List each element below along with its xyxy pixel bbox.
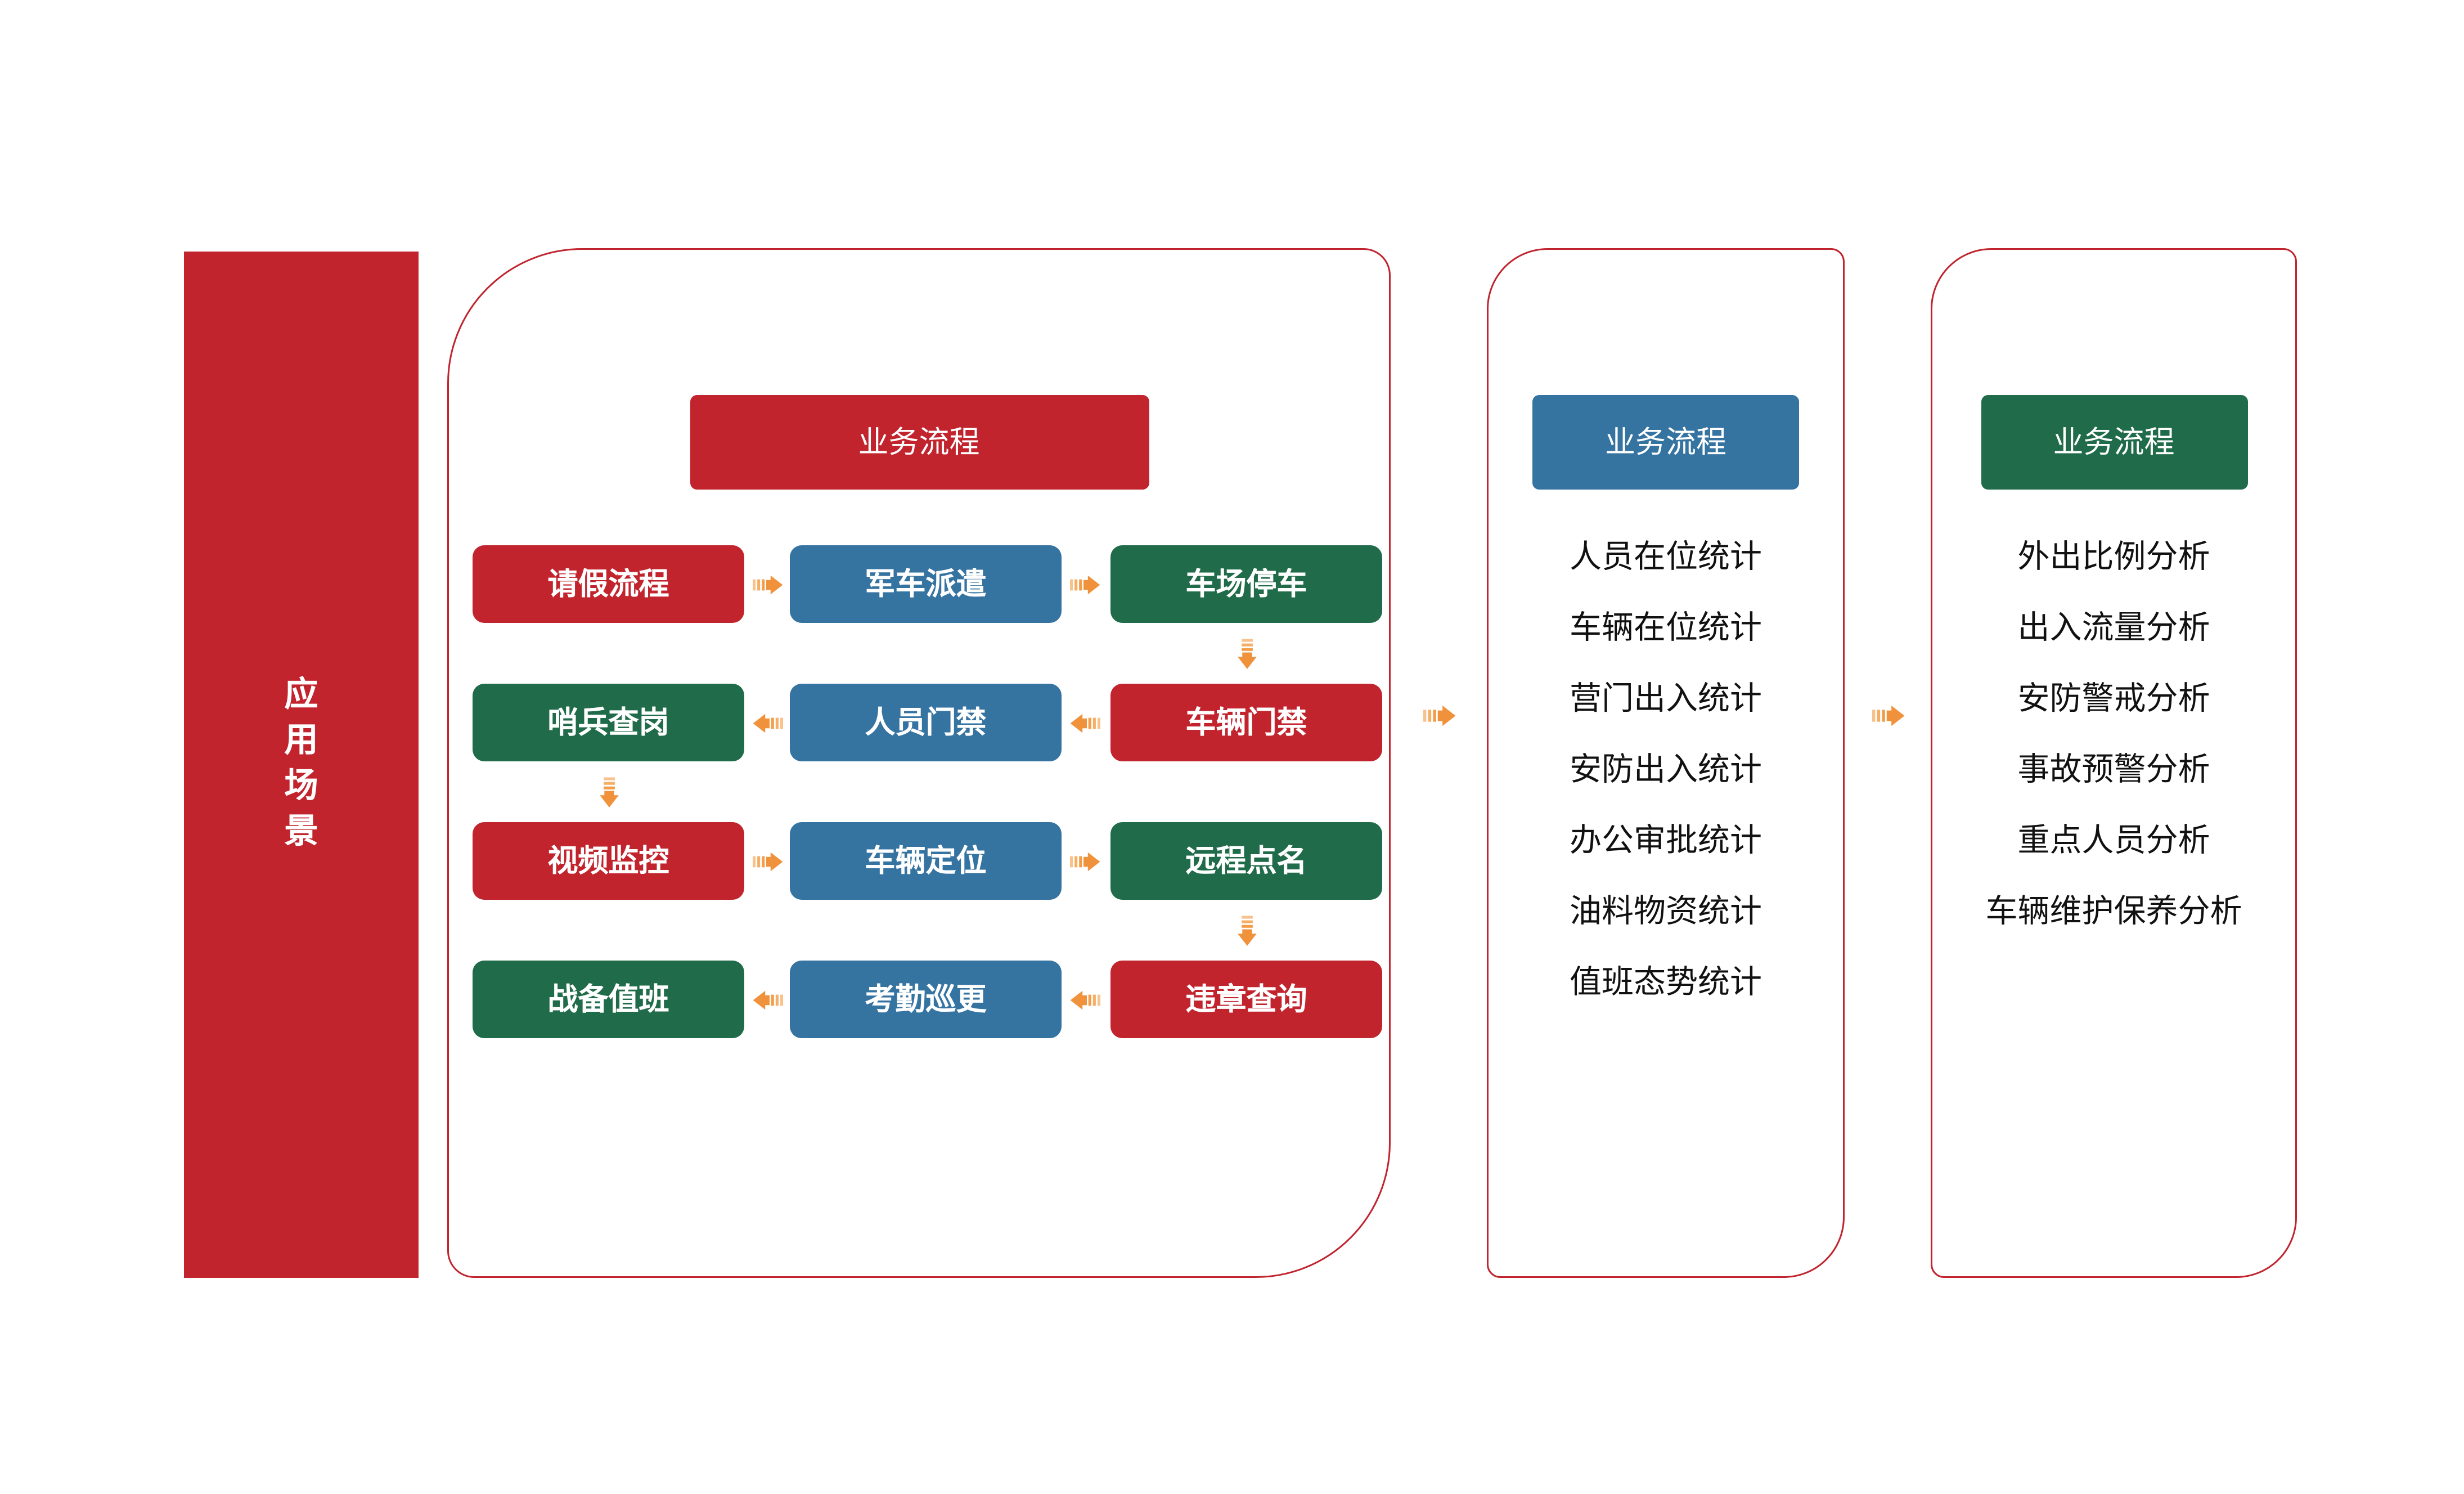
flow-box-combat-readiness-duty: 战备值班	[473, 961, 744, 1038]
arrow-left-icon	[1070, 712, 1100, 734]
analysis-list: 外出比例分析 出入流量分析 安防警戒分析 事故预警分析 重点人员分析 车辆维护保…	[1932, 523, 2295, 949]
arrow-right-icon	[1423, 704, 1456, 728]
analysis-item: 安防警戒分析	[2017, 682, 2210, 717]
flow-box-video-surveillance: 视频监控	[473, 822, 744, 900]
arrow-right-icon	[1872, 704, 1905, 728]
flow-box-leave-process: 请假流程	[473, 545, 744, 623]
sidebar-char: 场	[284, 768, 318, 805]
flow-box-personnel-access-control: 人员门禁	[790, 684, 1062, 761]
arrow-left-icon	[752, 989, 783, 1011]
arrow-down-icon	[1235, 915, 1257, 945]
analysis-panel-header: 业务流程	[1980, 395, 2247, 490]
arrow-right-icon	[1070, 850, 1100, 872]
analysis-item: 重点人员分析	[2017, 824, 2210, 859]
arrow-down-icon	[1235, 638, 1257, 669]
flow-box-violation-query: 违章查询	[1110, 961, 1382, 1038]
flow-box-remote-roll-call: 远程点名	[1110, 822, 1382, 900]
arrow-left-icon	[1070, 989, 1100, 1011]
stats-item: 油料物资统计	[1569, 895, 1762, 930]
arrow-right-icon	[1070, 573, 1100, 595]
arrow-left-icon	[752, 712, 783, 734]
flow-box-parking-lot: 车场停车	[1110, 545, 1382, 623]
sidebar-application-scenarios: 应 用 场 景	[184, 252, 419, 1278]
analysis-item: 出入流量分析	[2017, 611, 2210, 647]
arrow-right-icon	[752, 573, 783, 595]
analysis-item: 事故预警分析	[2017, 753, 2210, 788]
flow-panel-header: 业务流程	[689, 395, 1149, 490]
stats-item: 安防出入统计	[1569, 753, 1762, 788]
arrow-right-icon	[752, 850, 783, 872]
stats-item: 人员在位统计	[1569, 540, 1762, 576]
stats-item: 办公审批统计	[1569, 824, 1762, 859]
stats-item: 营门出入统计	[1569, 682, 1762, 717]
flow-box-sentry-inspection: 哨兵查岗	[473, 684, 744, 761]
statistics-list: 人员在位统计 车辆在位统计 营门出入统计 安防出入统计 办公审批统计 油料物资统…	[1489, 523, 1843, 1020]
flow-box-military-vehicle-dispatch: 军车派遣	[790, 545, 1062, 623]
statistics-panel: 业务流程 人员在位统计 车辆在位统计 营门出入统计 安防出入统计 办公审批统计 …	[1487, 248, 1845, 1278]
flow-box-vehicle-access-control: 车辆门禁	[1110, 684, 1382, 761]
analysis-panel: 业务流程 外出比例分析 出入流量分析 安防警戒分析 事故预警分析 重点人员分析 …	[1931, 248, 2297, 1278]
arrow-down-icon	[597, 777, 619, 807]
statistics-panel-header: 业务流程	[1532, 395, 1799, 490]
analysis-item: 车辆维护保养分析	[1985, 895, 2242, 930]
flow-box-vehicle-positioning: 车辆定位	[790, 822, 1062, 900]
stats-item: 值班态势统计	[1569, 966, 1762, 1001]
sidebar-char: 景	[284, 814, 318, 851]
business-flow-panel: 业务流程	[447, 248, 1391, 1278]
flow-box-attendance-patrol: 考勤巡更	[790, 961, 1062, 1038]
sidebar-char: 应	[284, 677, 318, 714]
sidebar-char: 用	[284, 723, 318, 760]
stats-item: 车辆在位统计	[1569, 611, 1762, 647]
analysis-item: 外出比例分析	[2017, 540, 2210, 576]
